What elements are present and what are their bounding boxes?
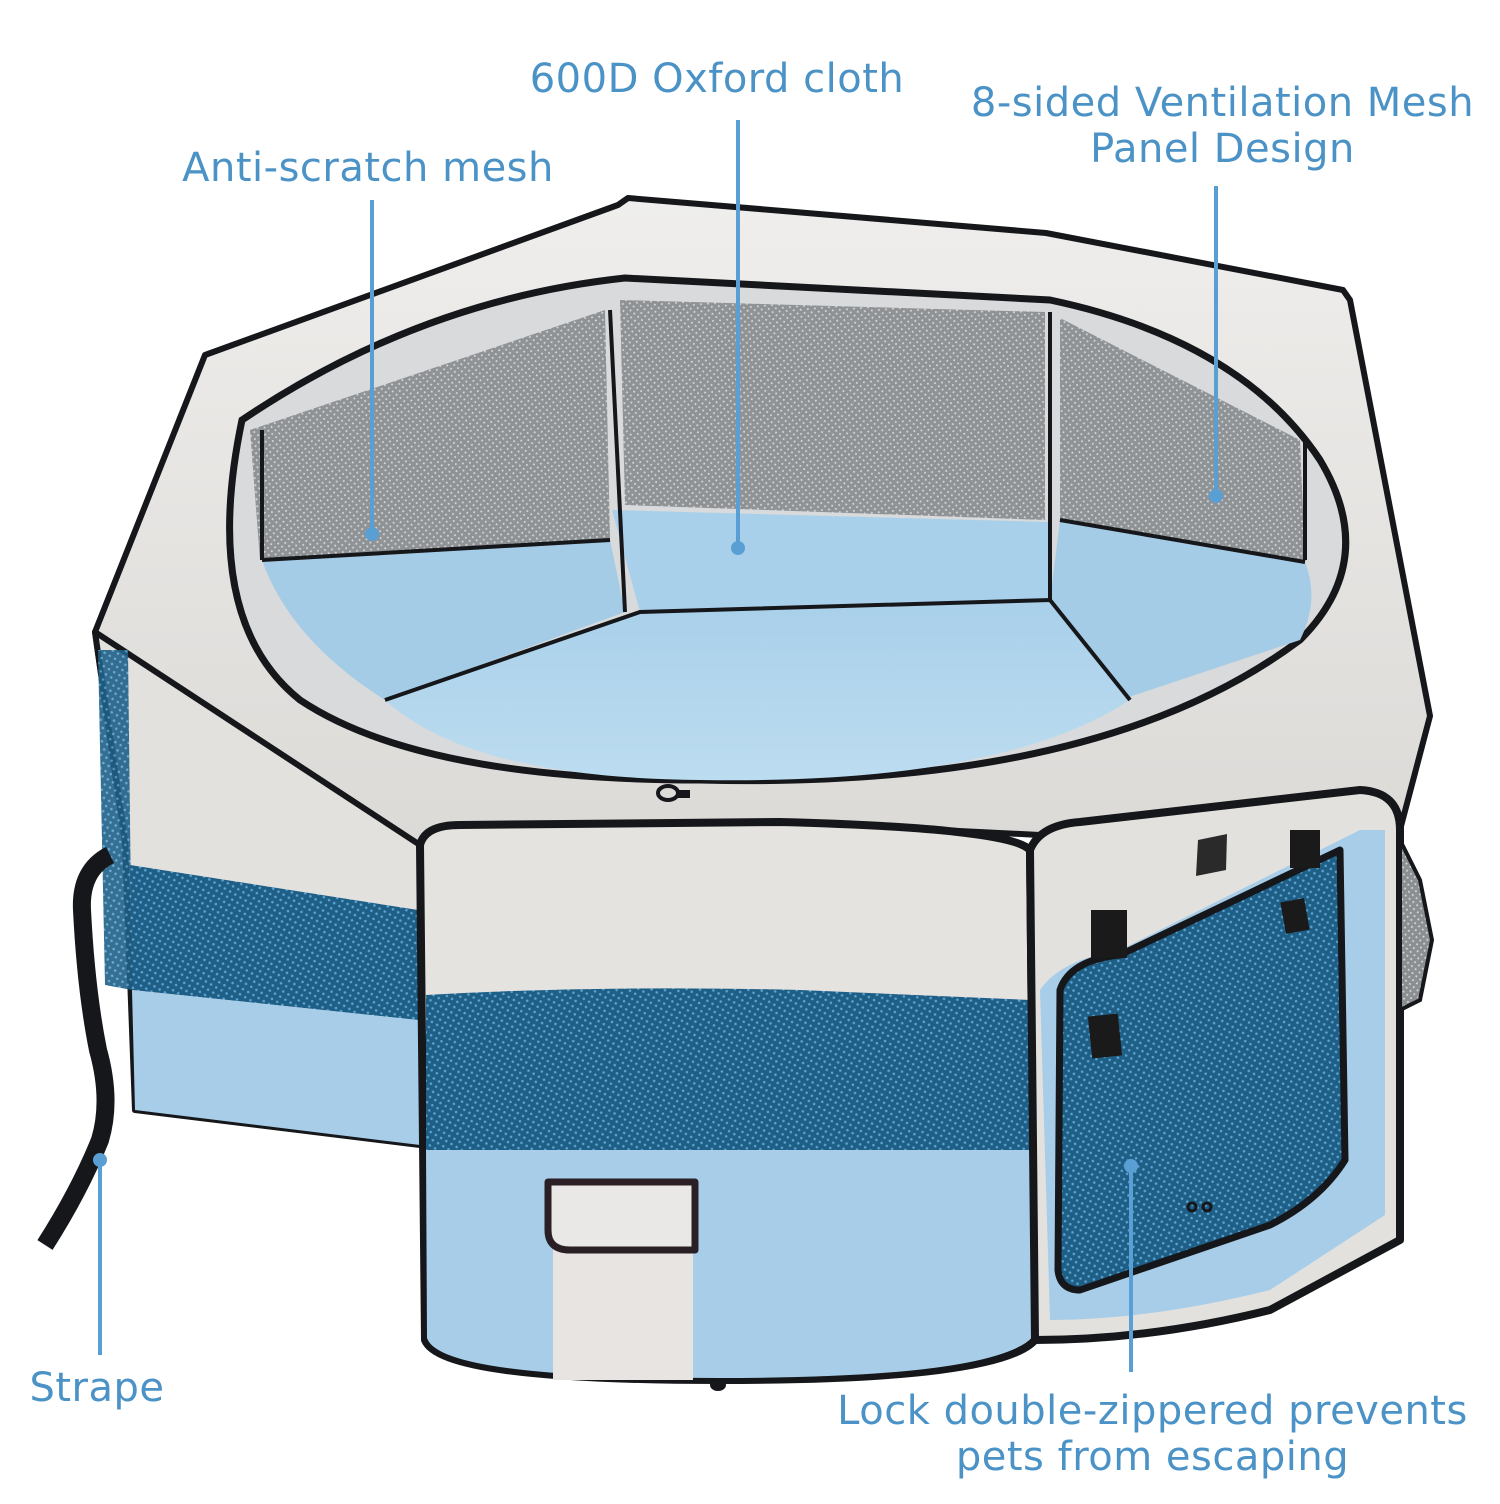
callout-dot-anti-scratch-mesh (365, 527, 379, 541)
velcro-tab (1087, 1013, 1123, 1059)
left-side-panel (92, 629, 423, 1148)
label-strape: Strape (29, 1365, 165, 1411)
callout-lines (93, 120, 1223, 1372)
callout-dot-oxford-cloth (731, 541, 745, 555)
velcro-tab (1280, 898, 1310, 934)
floor-zipper-pull-icon (656, 784, 690, 802)
label-double-zipper: Lock double-zippered prevents pets from … (837, 1388, 1468, 1480)
callout-dot-strape (93, 1153, 107, 1167)
double-zipper-pulls-icon (1186, 1201, 1213, 1213)
bottom-zipper-pull-icon (710, 1379, 726, 1391)
brand-logo-badge (1196, 834, 1227, 876)
callout-dot-double-zipper (1124, 1159, 1138, 1173)
velcro-tab (1290, 830, 1320, 868)
strap (37, 846, 115, 1250)
inner-back-walls (226, 274, 1350, 785)
front-pocket-flap (544, 1178, 699, 1254)
velcro-tab (1091, 910, 1127, 958)
label-ventilation-mesh: 8-sided Ventilation Mesh Panel Design (970, 80, 1475, 172)
label-oxford-cloth: 600D Oxford cloth (529, 56, 905, 102)
right-door-panel (1026, 786, 1404, 1344)
callout-dot-ventilation-mesh (1209, 489, 1223, 503)
label-anti-scratch-mesh: Anti-scratch mesh (182, 145, 554, 191)
right-side-pocket (1398, 839, 1435, 1014)
front-panel (416, 818, 1039, 1384)
